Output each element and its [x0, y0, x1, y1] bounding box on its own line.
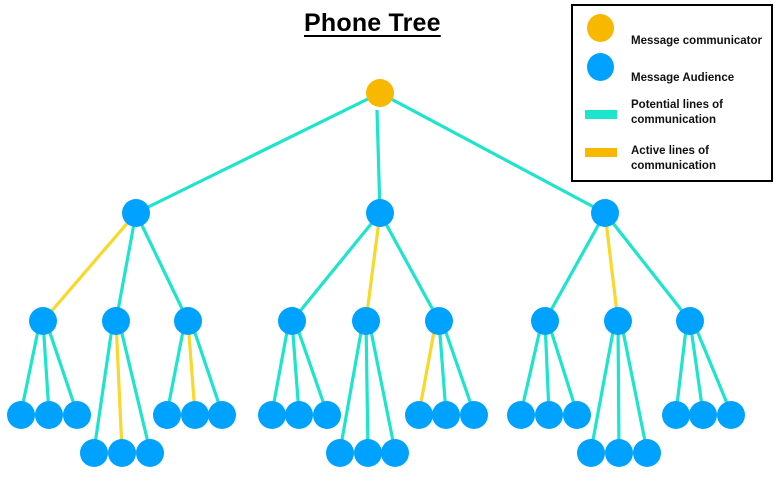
- audience-node: [432, 401, 460, 429]
- audience-node: [563, 401, 591, 429]
- potential-line: [688, 320, 705, 414]
- potential-line: [134, 212, 190, 322]
- audience-node: [605, 439, 633, 467]
- audience-node: [313, 401, 341, 429]
- potential-line: [19, 320, 42, 414]
- legend-label: Active lines of communication: [631, 145, 716, 172]
- active-line: [186, 320, 197, 414]
- audience-node: [7, 401, 35, 429]
- audience-node: [136, 439, 164, 467]
- potential-line: [603, 212, 692, 322]
- audience-node: [591, 199, 619, 227]
- audience-node: [717, 401, 745, 429]
- audience-node: [662, 401, 690, 429]
- potential-line: [589, 320, 617, 452]
- audience-node: [108, 439, 136, 467]
- potential-line: [92, 320, 115, 452]
- active-line: [603, 212, 620, 322]
- legend-item-potential-lines: Potential lines of communication: [573, 98, 771, 132]
- audience-node: [29, 307, 57, 335]
- audience-node: [278, 307, 306, 335]
- potential-line: [44, 320, 79, 414]
- potential-line: [135, 91, 381, 215]
- diagram-title: Phone Tree: [304, 9, 441, 37]
- potential-line: [379, 91, 606, 215]
- audience-node: [633, 439, 661, 467]
- audience-node: [460, 401, 488, 429]
- legend-label: Message communicator: [631, 35, 763, 47]
- audience-node: [689, 401, 717, 429]
- potential-line: [440, 320, 476, 414]
- potential-line: [338, 320, 365, 452]
- active-line: [417, 320, 438, 414]
- potential-line: [616, 320, 621, 452]
- potential-line: [290, 211, 382, 323]
- communicator-dot-icon: [587, 14, 614, 42]
- audience-node: [577, 439, 605, 467]
- active-line: [41, 211, 138, 323]
- active-line: [114, 320, 124, 452]
- audience-node: [285, 401, 313, 429]
- audience-dot-icon: [587, 53, 614, 81]
- audience-node: [258, 401, 286, 429]
- audience-node: [366, 199, 394, 227]
- potential-line: [519, 320, 544, 414]
- audience-node: [531, 307, 559, 335]
- audience-node: [354, 439, 382, 467]
- audience-node: [122, 199, 150, 227]
- potential-line: [375, 109, 382, 214]
- potential-line: [364, 320, 370, 452]
- audience-node: [153, 401, 181, 429]
- audience-node: [425, 307, 453, 335]
- potential-line: [437, 320, 448, 414]
- potential-line: [270, 320, 291, 414]
- potential-line: [543, 320, 551, 414]
- potential-line: [189, 320, 224, 414]
- potential-line: [117, 320, 152, 452]
- legend-item-communicator: Message communicator: [573, 14, 771, 47]
- audience-node: [181, 401, 209, 429]
- potential-line: [546, 320, 579, 414]
- legend-label: Potential lines of communication: [631, 99, 724, 126]
- potential-line: [543, 212, 607, 322]
- potential-line: [293, 320, 329, 414]
- audience-node: [405, 401, 433, 429]
- active-line-swatch-icon: [585, 148, 617, 157]
- audience-node: [174, 307, 202, 335]
- potential-line: [691, 320, 733, 414]
- audience-node: [352, 307, 380, 335]
- audience-node: [326, 439, 354, 467]
- audience-node: [535, 401, 563, 429]
- audience-node: [604, 307, 632, 335]
- legend-item-active-lines: Active lines of communication: [573, 144, 771, 178]
- audience-node: [676, 307, 704, 335]
- potential-line: [290, 320, 301, 414]
- audience-node: [102, 307, 130, 335]
- potential-line: [619, 320, 649, 452]
- active-line: [364, 212, 382, 322]
- potential-line: [674, 320, 689, 414]
- potential-line-swatch-icon: [585, 110, 617, 119]
- potential-line: [378, 212, 441, 322]
- legend-label: Message Audience: [631, 72, 735, 84]
- audience-node: [80, 439, 108, 467]
- communicator-node: [366, 79, 394, 107]
- legend-item-audience: Message Audience: [573, 53, 771, 84]
- audience-node: [381, 439, 409, 467]
- audience-node: [507, 401, 535, 429]
- potential-line: [165, 320, 187, 414]
- potential-line: [41, 320, 51, 414]
- legend: Message communicator Message Audience Po…: [571, 4, 773, 182]
- audience-node: [35, 401, 63, 429]
- potential-line: [114, 212, 138, 322]
- audience-node: [208, 401, 236, 429]
- audience-node: [63, 401, 91, 429]
- potential-line: [367, 320, 397, 452]
